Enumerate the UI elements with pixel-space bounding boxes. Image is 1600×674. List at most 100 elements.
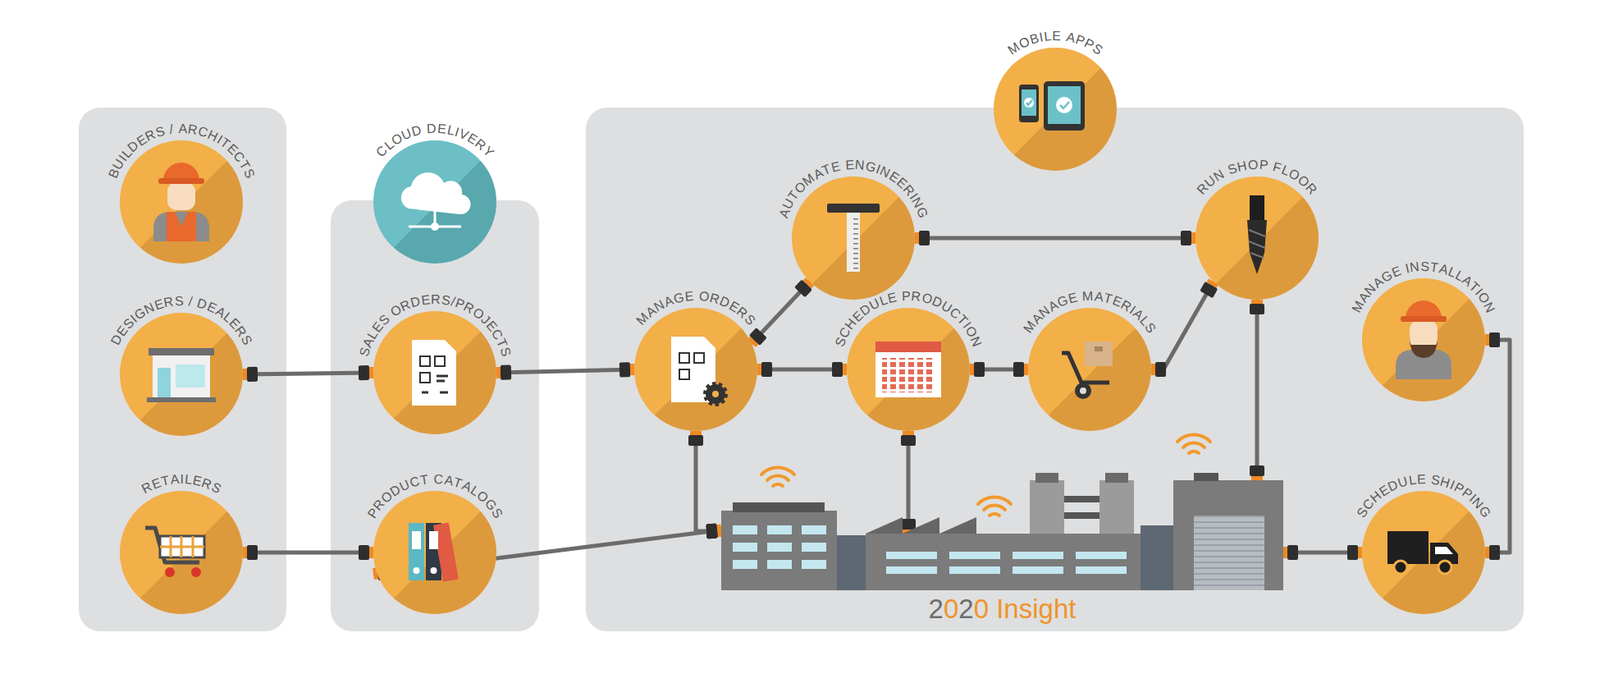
plug-body xyxy=(973,361,985,377)
plug-tip xyxy=(1485,546,1490,558)
connector-line xyxy=(242,372,374,375)
plug xyxy=(1347,544,1363,560)
module-circle: SCHEDULE PRODUCTION xyxy=(846,307,970,431)
label-letter: E xyxy=(684,289,695,304)
connector xyxy=(1151,278,1221,377)
plug xyxy=(242,366,258,382)
factory-part-part xyxy=(767,525,792,535)
label-letter: E xyxy=(1416,472,1426,486)
factory-part-part xyxy=(767,542,792,552)
label-letter: O xyxy=(1247,158,1258,173)
brand-letter: 2 xyxy=(958,593,974,624)
factory-part-part xyxy=(949,551,1001,559)
factory-part-part xyxy=(978,497,1011,516)
connector xyxy=(688,430,722,539)
connector xyxy=(242,365,374,382)
connector-line xyxy=(1151,281,1214,370)
connector xyxy=(1485,332,1510,560)
module-circle: RUN SHOP FLOOR xyxy=(1195,176,1319,300)
plug-tip xyxy=(969,363,974,375)
plug xyxy=(358,365,374,380)
plug-body xyxy=(500,365,512,380)
plug-tip xyxy=(1251,299,1263,304)
plug-body xyxy=(1180,230,1192,246)
plug-body xyxy=(900,518,916,530)
factory-part xyxy=(721,510,837,590)
module-circle: MANAGE MATERIALS xyxy=(1028,307,1152,431)
plug-body xyxy=(1155,361,1166,377)
factory-part xyxy=(1140,525,1178,590)
plug xyxy=(832,361,847,377)
plug xyxy=(1283,544,1299,560)
factory-part-part xyxy=(1012,551,1064,559)
factory-part-part xyxy=(801,559,827,569)
plug-body xyxy=(358,544,370,560)
connector-line xyxy=(242,550,374,555)
plug-tip xyxy=(496,366,501,379)
plug xyxy=(1249,465,1265,480)
label-letter: O xyxy=(698,289,710,304)
connector-line xyxy=(906,430,911,534)
factory-part xyxy=(1064,512,1100,519)
plug xyxy=(358,544,374,560)
plug xyxy=(1013,361,1029,377)
connector-line xyxy=(496,369,635,373)
factory-part xyxy=(865,516,977,534)
plug-body xyxy=(705,522,718,539)
brand-letter: s xyxy=(1019,593,1034,624)
factory-part xyxy=(732,502,825,512)
factory-part xyxy=(886,551,1127,574)
connector xyxy=(1283,544,1363,560)
circle-label: RETAILERS xyxy=(119,490,243,614)
label-letter: L xyxy=(183,472,192,487)
plug-body xyxy=(619,361,631,377)
label-letter: L xyxy=(1042,29,1052,44)
label-letter: A xyxy=(169,472,180,487)
label-letter: D xyxy=(410,123,423,139)
plug xyxy=(900,430,916,446)
plug xyxy=(706,523,722,539)
plug xyxy=(757,361,773,377)
connector-line xyxy=(695,430,722,531)
plug xyxy=(1485,332,1500,348)
module-circle: SALES ORDERS/PROJECTS xyxy=(373,310,497,435)
circle-label: SALES ORDERS/PROJECTS xyxy=(373,310,497,435)
connector xyxy=(900,430,916,534)
plug xyxy=(242,544,258,560)
brand-letter: 2 xyxy=(928,593,944,624)
factory-part xyxy=(1173,480,1284,590)
connector xyxy=(969,361,1029,377)
label-letter: N xyxy=(1408,260,1420,275)
factory-part xyxy=(732,525,827,569)
plug-tip xyxy=(1485,333,1490,346)
circle-label: RUN SHOP FLOOR xyxy=(1195,176,1319,300)
factory-part xyxy=(836,534,870,590)
module-circle: AUTOMATE ENGINEERING xyxy=(791,176,915,300)
stakeholder-circle: BUILDERS / ARCHITECTS xyxy=(119,140,243,264)
factory-part-part xyxy=(949,566,1001,574)
label-letter: E xyxy=(420,292,431,307)
plug xyxy=(688,430,704,446)
module-circle: MANAGE ORDERS xyxy=(634,307,758,431)
plug-tip xyxy=(242,368,247,380)
brand-letter: I xyxy=(996,593,1004,624)
label-letter: L xyxy=(1407,473,1417,488)
label-letter xyxy=(694,289,699,303)
plug-body xyxy=(1489,332,1500,348)
plug xyxy=(619,361,635,377)
factory-part-part xyxy=(886,566,938,574)
factory-part xyxy=(865,533,1141,590)
circle-label: SCHEDULE PRODUCTION xyxy=(846,307,970,431)
factory-part-part xyxy=(886,551,938,559)
circle-label: MANAGE MATERIALS xyxy=(1028,307,1152,431)
plug-body xyxy=(1249,303,1265,315)
label-letter: R xyxy=(430,292,441,307)
factory-part-part xyxy=(1177,434,1211,453)
connector xyxy=(914,230,1196,246)
plug-body xyxy=(832,361,843,377)
factory-part-part-part xyxy=(761,467,795,475)
brand-letter: 0 xyxy=(943,593,959,624)
plug-body xyxy=(761,361,773,377)
module-circle: MANAGE INSTALLATION xyxy=(1362,278,1486,402)
plug-body xyxy=(246,544,258,560)
